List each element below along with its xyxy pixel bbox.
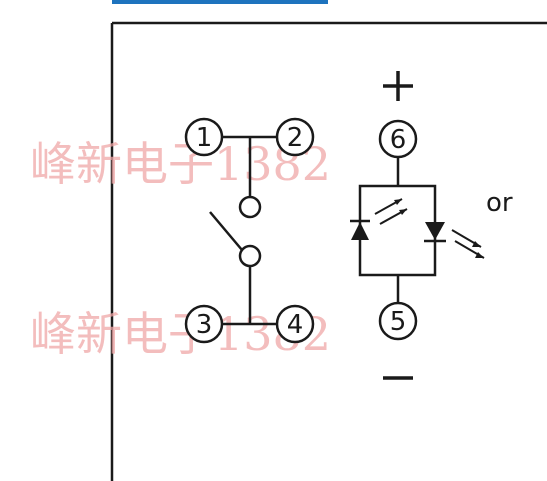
terminal-1 xyxy=(184,117,224,157)
led-2-arrowhead-2 xyxy=(475,252,484,258)
led-1-arrowhead-1 xyxy=(394,199,402,205)
terminal-4-label: 4 xyxy=(287,310,304,340)
terminal-5 xyxy=(378,301,418,341)
pivot-contact xyxy=(238,244,262,268)
switch-blade xyxy=(209,211,243,251)
terminal-3-label: 3 xyxy=(196,310,213,340)
led-emitter-symbol xyxy=(350,198,485,259)
top-accent-bar xyxy=(112,0,328,4)
terminal-2 xyxy=(275,117,315,157)
or-label: or xyxy=(486,188,513,218)
led-1-triangle-icon xyxy=(351,222,369,240)
terminal-labels: 1 2 3 4 6 5 xyxy=(196,123,407,340)
led-1-arrowhead-2 xyxy=(399,209,407,215)
terminal-4 xyxy=(275,304,315,344)
terminal-6 xyxy=(378,119,418,159)
switch-circuit xyxy=(209,135,277,326)
terminals xyxy=(184,117,418,344)
terminal-1-label: 1 xyxy=(196,123,213,153)
terminal-2-label: 2 xyxy=(287,123,304,153)
nc-contact xyxy=(238,195,262,219)
terminal-3 xyxy=(184,304,224,344)
led-2-triangle-icon xyxy=(425,222,445,240)
led-loop xyxy=(358,184,437,277)
terminal-5-label: 5 xyxy=(390,307,407,337)
terminal-6-label: 6 xyxy=(390,125,407,155)
frame-border xyxy=(110,21,547,481)
led-2-arrowhead-1 xyxy=(472,241,481,247)
